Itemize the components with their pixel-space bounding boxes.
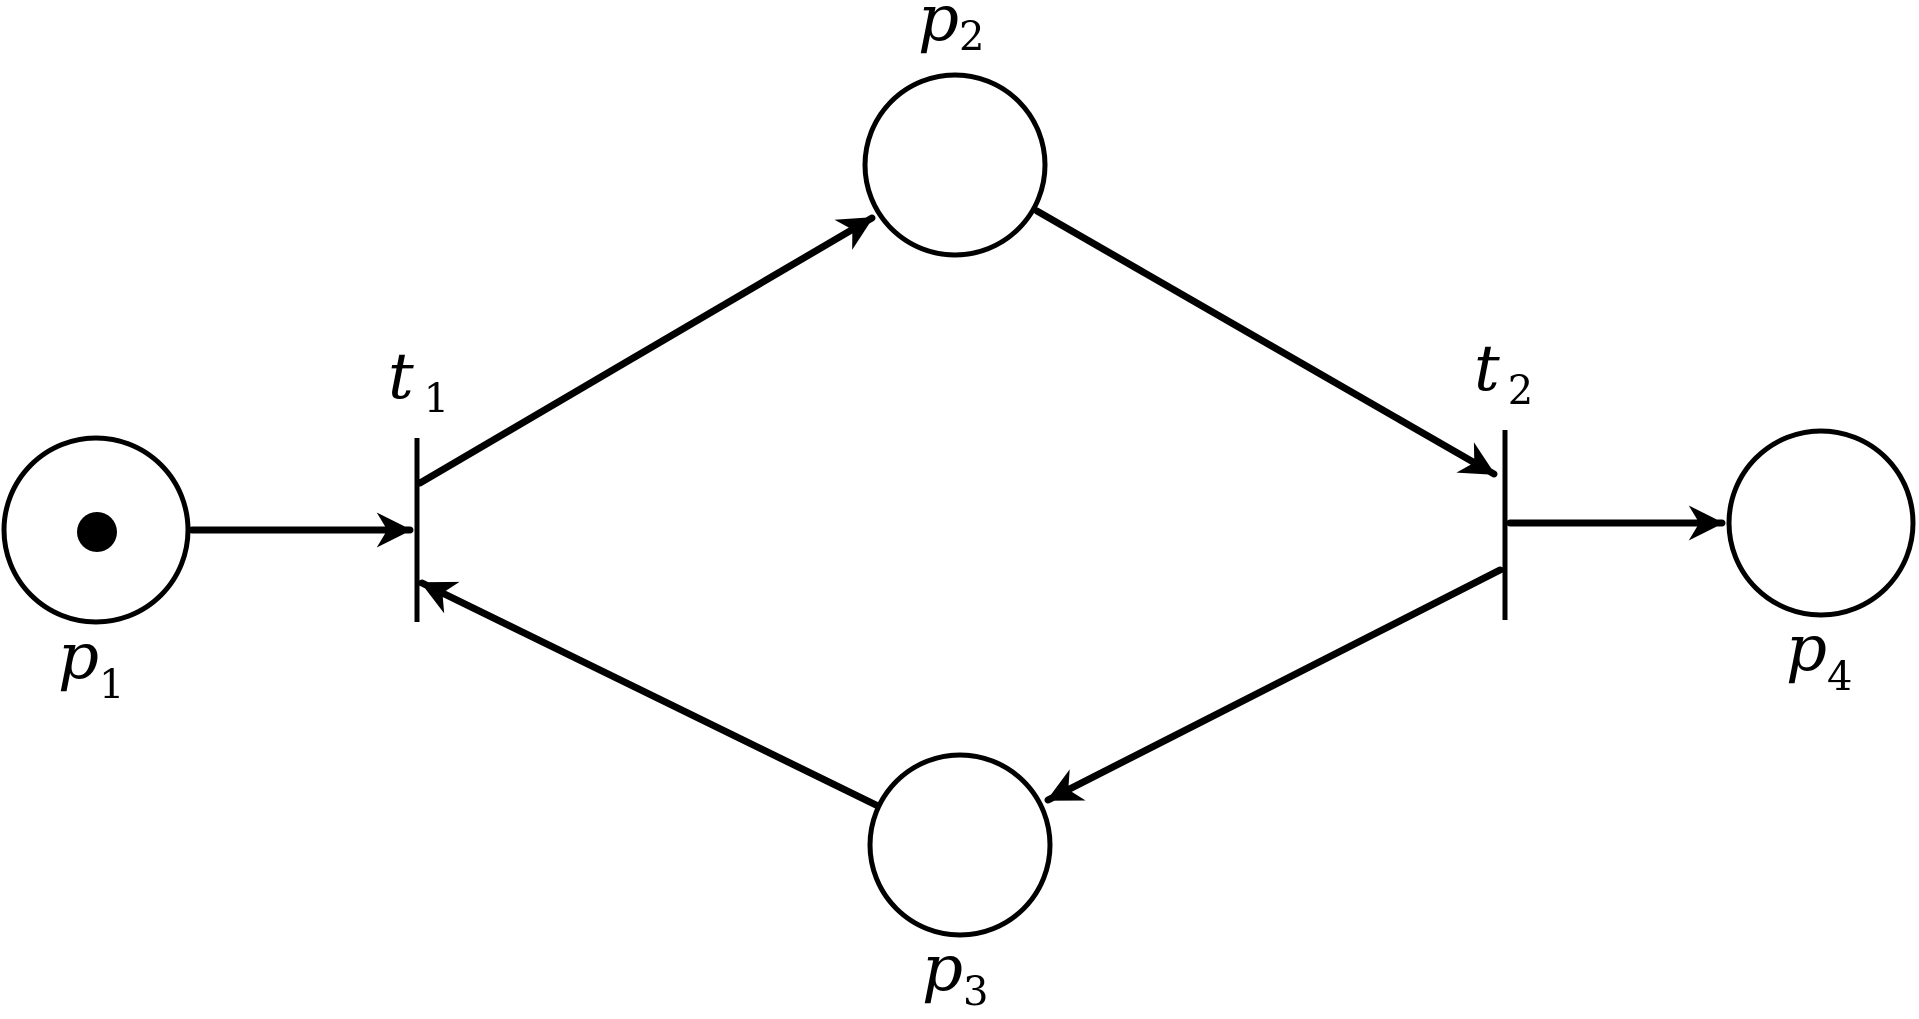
- arc-p3-t1: [418, 579, 880, 809]
- label-p3: p3: [922, 932, 988, 1015]
- label-p2: p2: [918, 0, 984, 60]
- place-p4-circle: [1726, 428, 1916, 618]
- place-p3-circle: [867, 752, 1053, 938]
- place-p2-circle: [862, 72, 1048, 258]
- token-p1: [77, 512, 117, 552]
- arc-t1-p2: [416, 214, 876, 487]
- arc-t2-p3: [1044, 566, 1504, 804]
- label-p1: p1: [58, 620, 124, 708]
- label-p4: p4: [1786, 612, 1852, 700]
- arc-p2-t2: [1033, 207, 1498, 478]
